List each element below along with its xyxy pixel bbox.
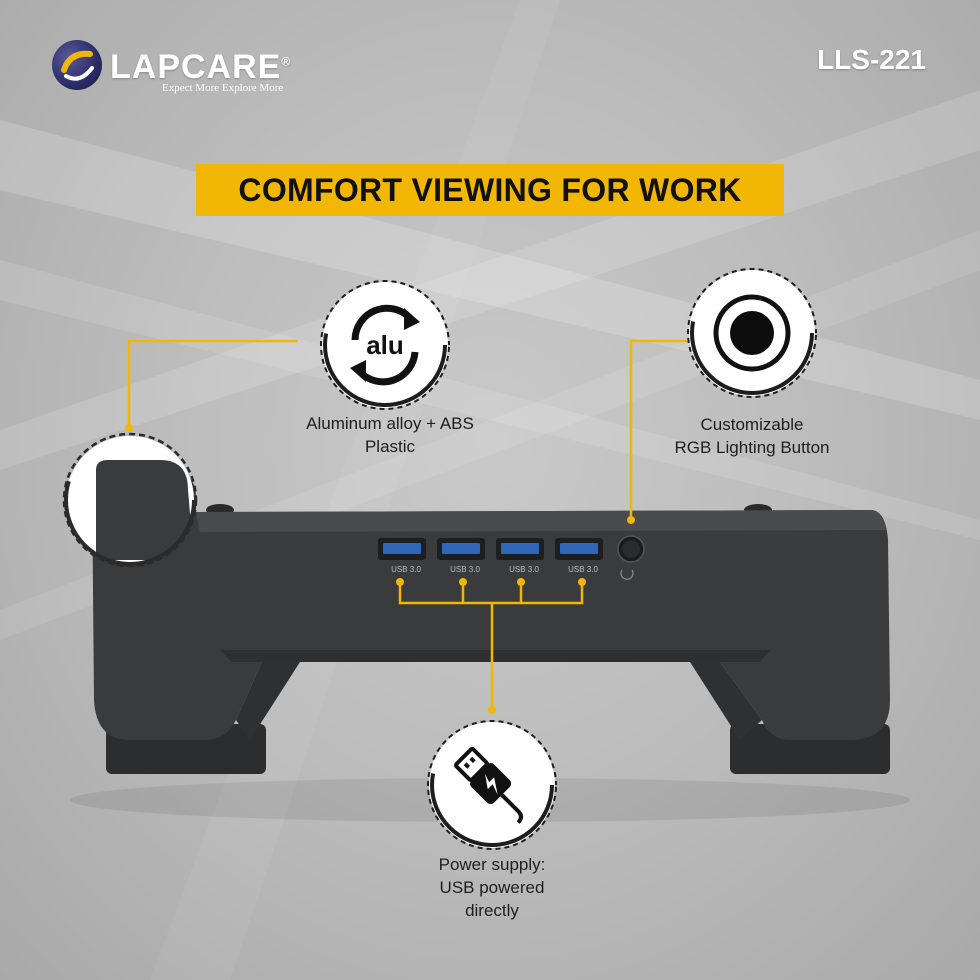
headline-text: COMFORT VIEWING FOR WORK — [238, 171, 742, 208]
alu-recycle-icon: alu — [320, 280, 450, 410]
feature-material-label: Aluminum alloy + ABS Plastic — [306, 414, 474, 456]
feature-power-label: Power supply: USB powered directly — [438, 855, 546, 920]
usb-port-label: USB 3.0 — [568, 565, 598, 574]
feature-rgb-label: Customizable RGB Lighting Button — [674, 415, 830, 457]
usb-port-label: USB 3.0 — [450, 565, 480, 574]
usb-port-label: USB 3.0 — [391, 565, 421, 574]
usb-plug-icon — [427, 720, 557, 850]
headline-banner: COMFORT VIEWING FOR WORK — [196, 164, 784, 216]
corner-detail-magnifier — [62, 432, 198, 568]
brand-name: LAPCARE® — [110, 48, 292, 86]
usb-port-label: USB 3.0 — [509, 565, 539, 574]
round-button-icon — [687, 268, 817, 398]
model-number: LLS-221 — [817, 44, 926, 75]
rgb-lighting-button[interactable] — [617, 535, 645, 563]
usb-port-group — [378, 538, 603, 560]
logo-mark-icon — [52, 40, 102, 90]
brand-logo: LAPCARE® Expect More Explore More — [52, 40, 322, 96]
brand-tagline: Expect More Explore More — [162, 82, 284, 94]
alu-badge-text: alu — [366, 330, 404, 360]
